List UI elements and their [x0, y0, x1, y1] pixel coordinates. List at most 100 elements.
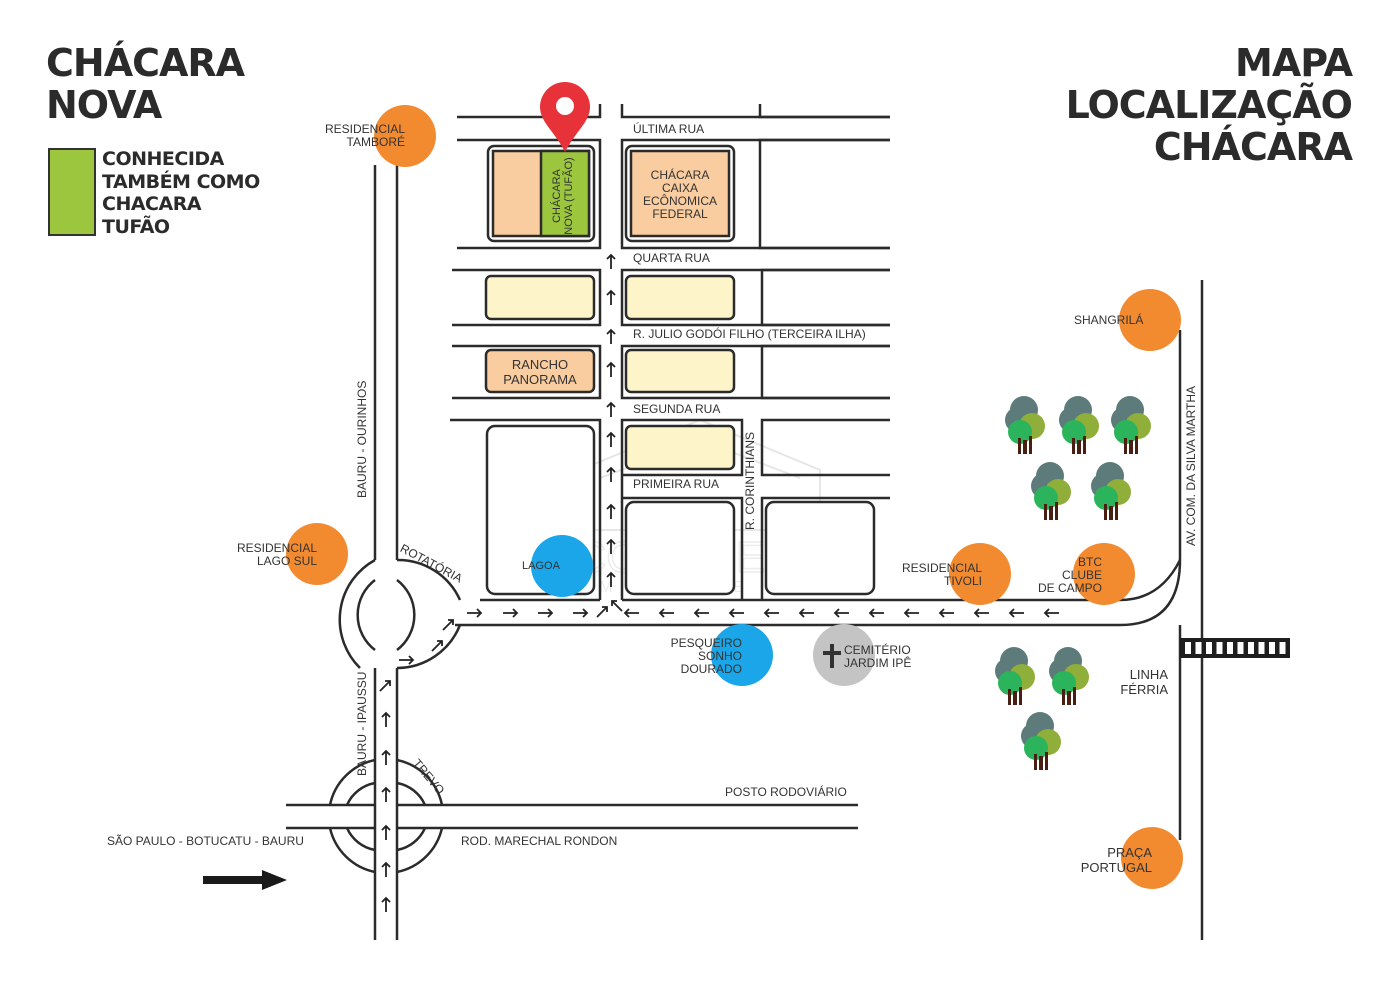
pesqueiro-marker — [711, 624, 773, 686]
rail-slot — [1195, 642, 1202, 654]
street-primeira-rua: PRIMEIRA RUA — [633, 477, 720, 491]
location-pin-icon[interactable] — [540, 82, 590, 152]
arrow-up-icon — [606, 328, 616, 344]
street-grid — [450, 104, 1204, 940]
tivoli-marker — [949, 543, 1011, 605]
road-marechal-rondon: ROD. MARECHAL RONDON — [461, 834, 618, 848]
title-right-line2: LOCALIZAÇÃO — [1065, 83, 1353, 127]
arrow-left-icon — [763, 608, 779, 618]
road-bauru-ourinhos: BAURU - OURINHOS — [355, 380, 369, 498]
legend-text: CONHECIDA TAMBÉM COMO CHACARA TUFÃO — [102, 148, 260, 238]
arrow-upright-icon — [379, 680, 391, 692]
direction-arrows — [379, 253, 1059, 912]
arrow-up-icon — [606, 503, 616, 519]
title-left-line1: CHÁCARA — [46, 41, 245, 85]
tree-icon — [1059, 396, 1099, 454]
tree-icon — [1091, 462, 1131, 520]
entry-arrow — [203, 870, 287, 890]
label-shangrila: SHANGRILÁ — [1074, 313, 1144, 327]
title-right: MAPA LOCALIZAÇÃO CHÁCARA — [1065, 41, 1353, 169]
arrow-right-icon — [399, 655, 415, 665]
rail-slot — [1279, 642, 1286, 654]
title-left: CHÁCARA NOVA — [46, 41, 245, 127]
railway — [1180, 638, 1290, 658]
rail-slot — [1269, 642, 1275, 654]
landmark-circles — [286, 105, 1183, 889]
road-sp-botucatu-bauru: SÃO PAULO - BOTUCATU - BAURU — [107, 834, 304, 848]
rail-slot — [1185, 642, 1191, 654]
rail-slot — [1206, 642, 1212, 654]
arrow-left-icon — [938, 608, 954, 618]
arrow-upleft-icon — [611, 600, 623, 612]
label-posto-rodoviario: POSTO RODOVIÁRIO — [725, 785, 847, 799]
arrow-up-icon — [606, 253, 616, 269]
tree-icon — [1021, 712, 1061, 770]
label-lagoa: LAGOA — [522, 560, 560, 572]
arrow-up-icon — [606, 571, 616, 587]
avenue-silva-martha: AV. COM. DA SILVA MARTHA — [1184, 385, 1198, 546]
street-segunda-rua: SEGUNDA RUA — [633, 402, 721, 416]
arrow-up-icon — [381, 896, 391, 912]
title-right-line1: MAPA — [1235, 41, 1353, 85]
tree-icon — [1031, 462, 1071, 520]
shangrila-marker — [1119, 289, 1181, 351]
legend-line: TUFÃO — [102, 215, 170, 238]
highway-system — [286, 165, 858, 940]
rail-slot — [1248, 642, 1254, 654]
rail-slot — [1227, 642, 1233, 654]
arrow-left-icon — [833, 608, 849, 618]
arrow-upright-icon — [596, 606, 608, 618]
rail-slot — [1216, 642, 1223, 654]
lot-caixa — [629, 149, 731, 238]
arrow-up-icon — [381, 749, 391, 765]
title-right-line3: CHÁCARA — [1153, 125, 1353, 169]
legend-swatch — [48, 148, 96, 236]
arrow-right-icon — [538, 608, 554, 618]
tambore-marker — [374, 105, 436, 167]
arrow-up-icon — [381, 861, 391, 877]
arrow-right-icon — [503, 608, 519, 618]
arrow-up-icon — [381, 711, 391, 727]
arrow-right-icon — [467, 608, 483, 618]
road-bauru-ipaussu: BAURU - IPAUSSU — [355, 671, 369, 776]
arrow-up-icon — [606, 466, 616, 482]
arrow-left-icon — [868, 608, 884, 618]
btc-marker — [1073, 543, 1135, 605]
arrow-up-icon — [606, 289, 616, 305]
arrow-up-icon — [381, 824, 391, 840]
arrow-left-icon — [728, 608, 744, 618]
legend-line: TAMBÉM COMO — [102, 170, 260, 193]
tree-icon — [995, 647, 1035, 705]
street-quarta-rua: QUARTA RUA — [633, 251, 710, 265]
lots — [484, 144, 876, 596]
tree-icon — [1005, 396, 1045, 454]
tree-icon — [1049, 647, 1089, 705]
street-corinthians: R. CORINTHIANS — [743, 431, 757, 530]
arrow-left-icon — [973, 608, 989, 618]
arrow-upright-icon — [431, 640, 443, 652]
title-left-line2: NOVA — [46, 83, 162, 127]
arrow-left-icon — [903, 608, 919, 618]
rail-slot — [1237, 642, 1244, 654]
arrow-up-icon — [606, 361, 616, 377]
street-terceira: R. JULIO GODÓI FILHO (TERCEIRA ILHA) — [633, 327, 866, 341]
arrow-up-icon — [606, 431, 616, 447]
arrow-up-icon — [381, 786, 391, 802]
arrow-up-icon — [606, 401, 616, 417]
arrow-left-icon — [658, 608, 674, 618]
rail-slot — [1258, 642, 1265, 654]
arrow-left-icon — [623, 608, 639, 618]
praca-portugal-marker — [1121, 827, 1183, 889]
arrow-up-icon — [606, 538, 616, 554]
tree-clusters — [995, 396, 1151, 770]
arrow-left-icon — [693, 608, 709, 618]
legend-line: CONHECIDA — [102, 148, 224, 170]
